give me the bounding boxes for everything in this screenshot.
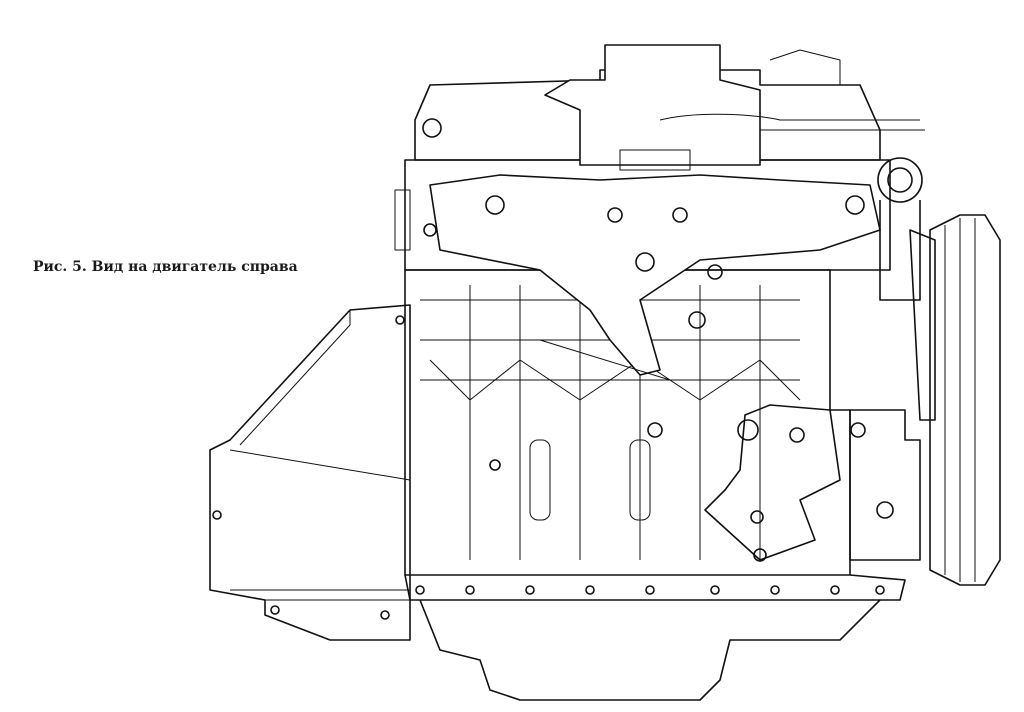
clutch-housing	[209, 304, 411, 641]
thermostat-housing	[877, 157, 923, 301]
engine-mount	[704, 404, 921, 562]
exhaust-manifold	[423, 174, 881, 381]
carburetor	[544, 44, 925, 171]
figure-caption: Рис. 5. Вид на двигатель справа	[33, 259, 298, 275]
oil-pan	[404, 574, 906, 701]
crank-pulley-belt	[909, 214, 1001, 586]
